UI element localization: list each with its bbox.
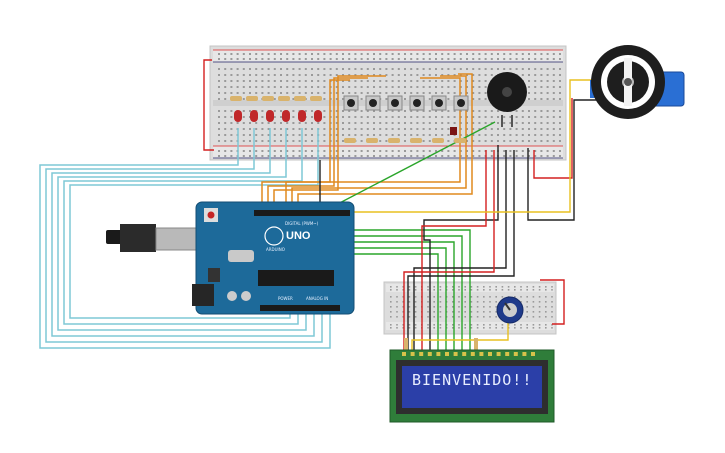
wires-yellow <box>330 79 598 352</box>
potentiometer[interactable] <box>496 296 524 324</box>
pushbutton-cap <box>347 99 355 107</box>
resistor <box>404 338 408 350</box>
arduino-logo-text: ARDUINO <box>266 247 285 252</box>
pushbutton-cap <box>435 99 443 107</box>
resistor <box>474 338 478 350</box>
lcd-pin <box>419 352 424 356</box>
lcd-pin <box>496 352 501 356</box>
pushbutton-cap <box>391 99 399 107</box>
power-jack <box>192 284 214 306</box>
resistor <box>432 138 444 143</box>
led <box>234 110 242 122</box>
digital-label: DIGITAL (PWM~) <box>285 221 319 226</box>
analog-power-header <box>260 305 340 311</box>
led <box>314 110 322 122</box>
lcd-pin <box>402 352 406 356</box>
resistor <box>246 96 258 101</box>
resistor <box>410 138 422 143</box>
piezo-buzzer[interactable] <box>487 72 527 127</box>
resistor <box>294 96 306 101</box>
lcd-pin <box>453 352 458 356</box>
lcd-line-1: BIENVENIDO!! <box>412 371 532 389</box>
resistor <box>454 138 466 143</box>
led <box>282 110 290 122</box>
servo-motor[interactable] <box>590 45 685 119</box>
lcd-pin <box>410 352 415 356</box>
lcd-pin <box>531 352 535 356</box>
resistor <box>388 138 400 143</box>
led <box>298 110 306 122</box>
atmega-chip <box>258 270 334 286</box>
resistor <box>310 96 322 101</box>
led-group <box>234 110 322 122</box>
pushbutton-cap <box>413 99 421 107</box>
lcd-pin <box>513 352 518 356</box>
wires-black <box>319 99 598 352</box>
lcd-pin <box>488 352 492 356</box>
resistor <box>230 96 242 101</box>
lcd-pin <box>427 352 432 356</box>
lcd-pin <box>470 352 475 356</box>
wires-cyan <box>39 128 331 349</box>
lcd-16x2-display: BIENVENIDO!! <box>389 349 555 423</box>
lcd-pin <box>462 352 467 356</box>
pushbutton-cap <box>369 99 377 107</box>
resistor <box>366 138 378 143</box>
wires-red <box>203 59 573 352</box>
wires-orange <box>261 73 473 206</box>
lcd-pin <box>479 352 484 356</box>
breadboard-holes <box>390 286 553 329</box>
resistor <box>278 96 290 101</box>
arduino-uno-board[interactable]: UNO ARDUINO DIGITAL (PWM~) POWER ANALOG … <box>106 201 355 315</box>
lcd-pin <box>445 352 449 356</box>
resistor <box>262 96 274 101</box>
lcd-pin-header <box>402 352 535 356</box>
analog-label: ANALOG IN <box>306 296 328 301</box>
lcd-pin <box>436 352 441 356</box>
pushbutton-group <box>343 95 469 111</box>
arduino-logo <box>264 226 284 246</box>
lcd-pin <box>505 352 510 356</box>
uno-label: UNO <box>286 230 311 242</box>
led <box>266 110 274 122</box>
led <box>250 110 258 122</box>
lcd-pin <box>522 352 527 356</box>
small-component <box>450 127 457 135</box>
resistor-group <box>230 96 466 143</box>
resistor <box>344 138 356 143</box>
wires-green <box>329 121 496 352</box>
pushbutton-cap <box>457 99 465 107</box>
power-label: POWER <box>278 296 293 301</box>
digital-header <box>254 210 350 216</box>
